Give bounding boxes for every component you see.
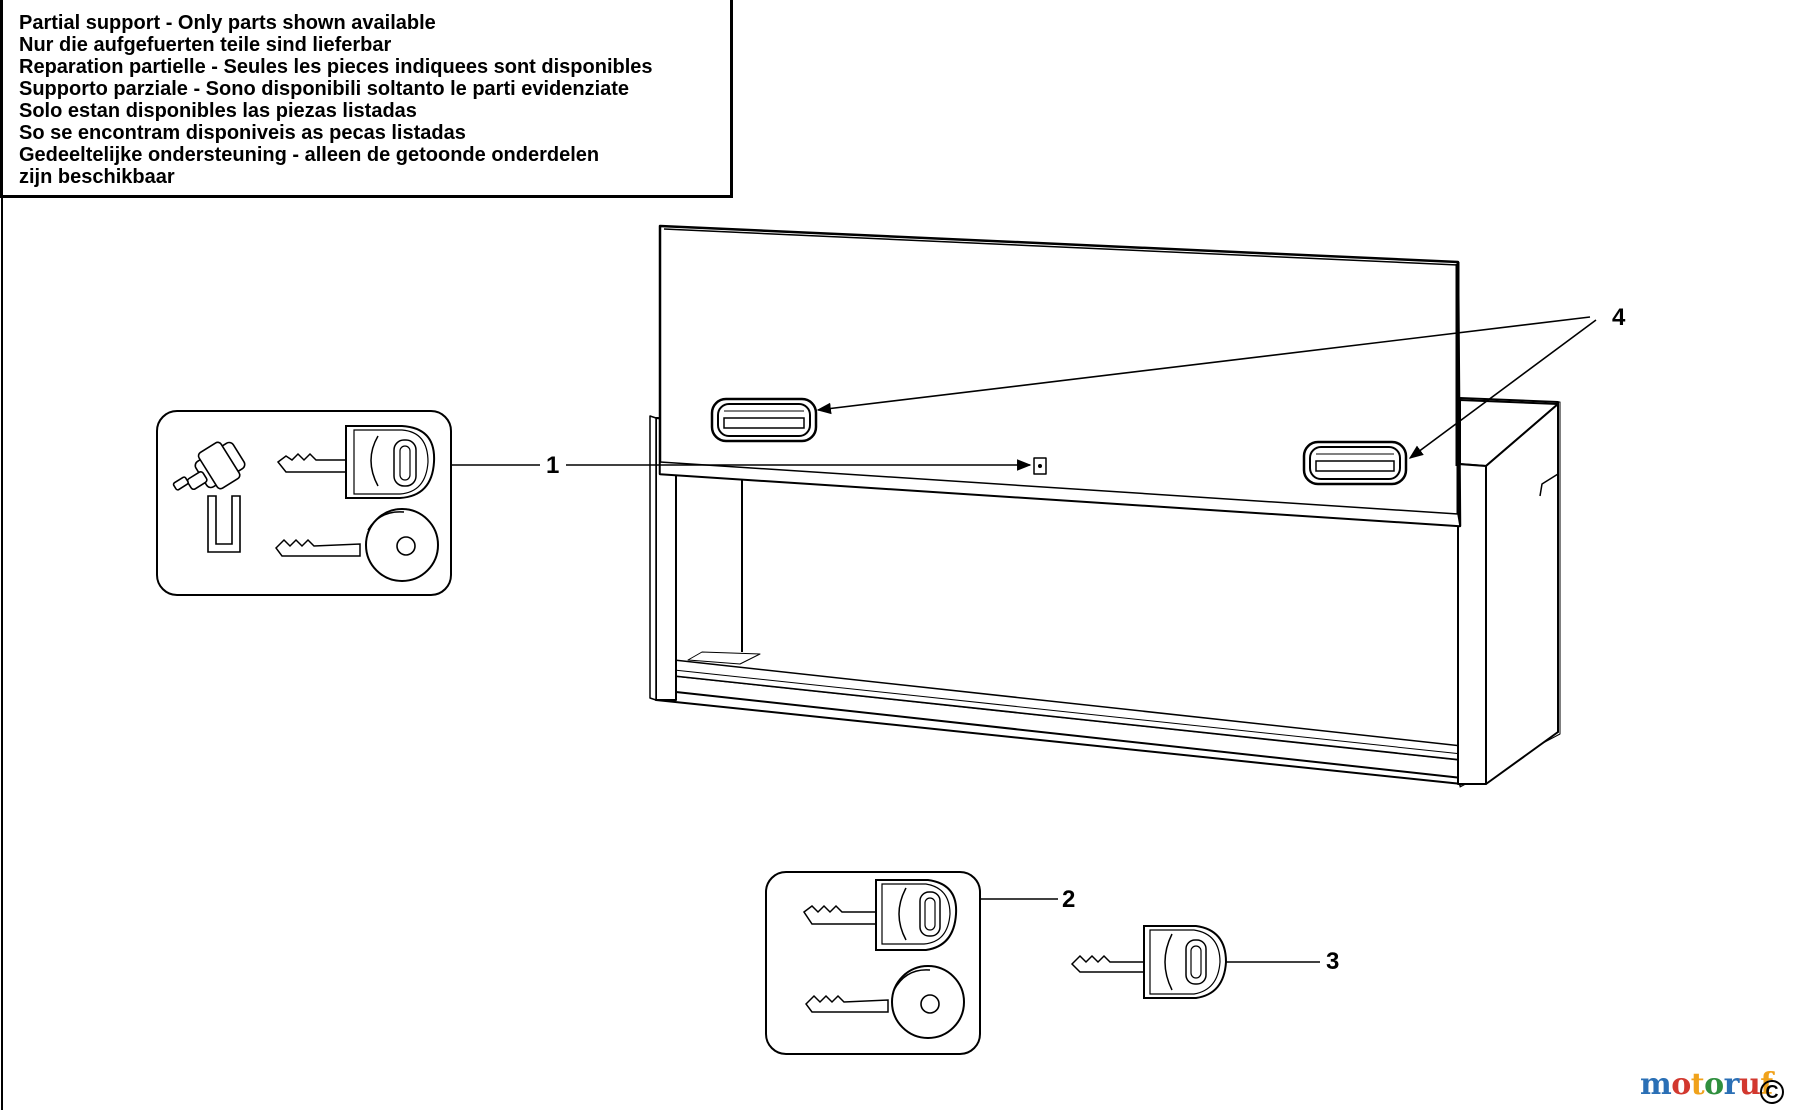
leader-lines xyxy=(451,316,1597,963)
watermark-letter: t xyxy=(1690,1067,1705,1102)
watermark-letter: o xyxy=(1704,1067,1724,1102)
notice-line: Gedeeltelijke ondersteuning - alleen de … xyxy=(19,144,600,166)
motoruf-watermark-logo: motoruf xyxy=(1640,1068,1773,1102)
notice-line: Partial support - Only parts shown avail… xyxy=(19,12,436,34)
cabinet-icon xyxy=(649,224,1561,788)
lid-handle-icon xyxy=(1302,440,1408,486)
availability-notice: Partial support - Only parts shown avail… xyxy=(0,0,733,198)
watermark-letter: o xyxy=(1671,1067,1691,1102)
copyright-mark: C xyxy=(1760,1080,1784,1104)
notice-line: Supporto parziale - Sono disponibili sol… xyxy=(19,78,630,100)
notice-line: So se encontram disponiveis as pecas lis… xyxy=(19,122,466,144)
notice-line: zijn beschikbaar xyxy=(19,166,175,188)
watermark-letter: r xyxy=(1723,1067,1740,1102)
callout-part-2: 2 xyxy=(1062,886,1076,913)
lock-cylinder-and-keys-icon xyxy=(156,410,452,596)
notice-line: Solo estan disponibles las piezas listad… xyxy=(19,100,417,122)
lid-handle-icon xyxy=(710,397,818,443)
notice-lines: Partial support - Only parts shown avail… xyxy=(19,12,653,188)
callout-part-1: 1 xyxy=(546,452,560,479)
watermark-letter: u xyxy=(1738,1067,1761,1102)
callout-part-3: 3 xyxy=(1326,948,1340,975)
notice-line: Nur die aufgefuerten teile sind lieferba… xyxy=(19,34,392,56)
callout-part-4: 4 xyxy=(1612,304,1626,331)
key-pair-icon xyxy=(765,871,981,1055)
key-icon xyxy=(1070,925,1228,999)
watermark-letter: m xyxy=(1640,1067,1672,1102)
notice-line: Reparation partielle - Seules les pieces… xyxy=(19,56,653,78)
